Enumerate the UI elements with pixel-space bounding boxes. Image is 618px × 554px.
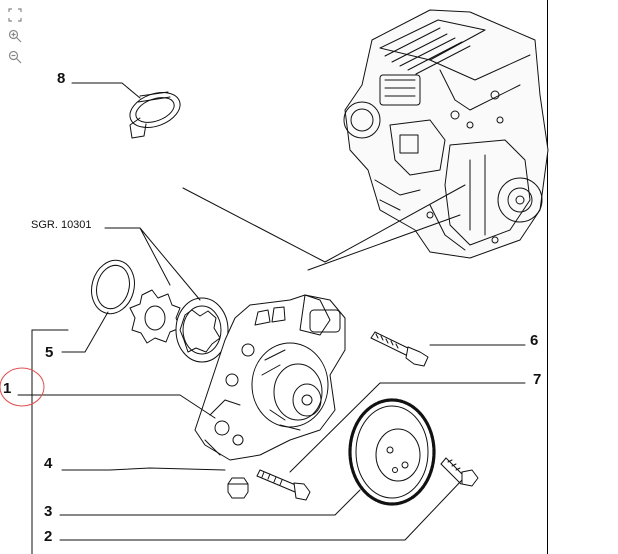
callout-3-leader (59, 489, 361, 516)
viewer-toolbar (6, 6, 26, 69)
oil-pump-body[interactable] (194, 294, 346, 461)
callout-1-highlight (0, 367, 45, 407)
sprocket-bolt[interactable] (440, 457, 479, 487)
callout-1[interactable]: 1 (3, 380, 11, 397)
callout-2[interactable]: 2 (44, 528, 52, 545)
engine-leader-line-3 (307, 214, 461, 271)
outer-rotor[interactable] (175, 297, 229, 363)
pump-mounting-bolt[interactable] (256, 469, 311, 501)
inner-rotor[interactable] (129, 289, 181, 344)
reference-label: SGR. 10301 (31, 219, 92, 231)
engine-leader-line (182, 187, 326, 263)
callout-6[interactable]: 6 (530, 332, 538, 349)
hose-clamp[interactable] (125, 86, 185, 139)
callout-8[interactable]: 8 (57, 70, 65, 87)
drive-sprocket[interactable] (348, 398, 436, 506)
callout-7[interactable]: 7 (533, 371, 541, 388)
callout-1-leader (17, 394, 216, 419)
drain-plug[interactable] (227, 477, 249, 499)
callout-5[interactable]: 5 (45, 344, 53, 361)
fit-to-window-icon[interactable] (6, 6, 24, 24)
drawing-frame-border (547, 0, 548, 554)
sgr-leader (104, 227, 201, 301)
long-bolt[interactable] (370, 331, 429, 367)
callout-4-leader (61, 467, 226, 471)
callout-7-leader (289, 382, 526, 473)
engine-leader-line-2 (324, 184, 466, 263)
zoom-out-icon[interactable] (6, 48, 24, 66)
callout-8-leader (71, 82, 141, 99)
o-ring-seal[interactable] (86, 255, 141, 318)
callout-5-leader (61, 311, 109, 353)
engine-block[interactable] (343, 9, 549, 259)
callout-4[interactable]: 4 (44, 455, 53, 472)
callout-2-leader (59, 479, 463, 541)
zoom-in-icon[interactable] (6, 27, 24, 45)
callout-3[interactable]: 3 (44, 503, 52, 520)
